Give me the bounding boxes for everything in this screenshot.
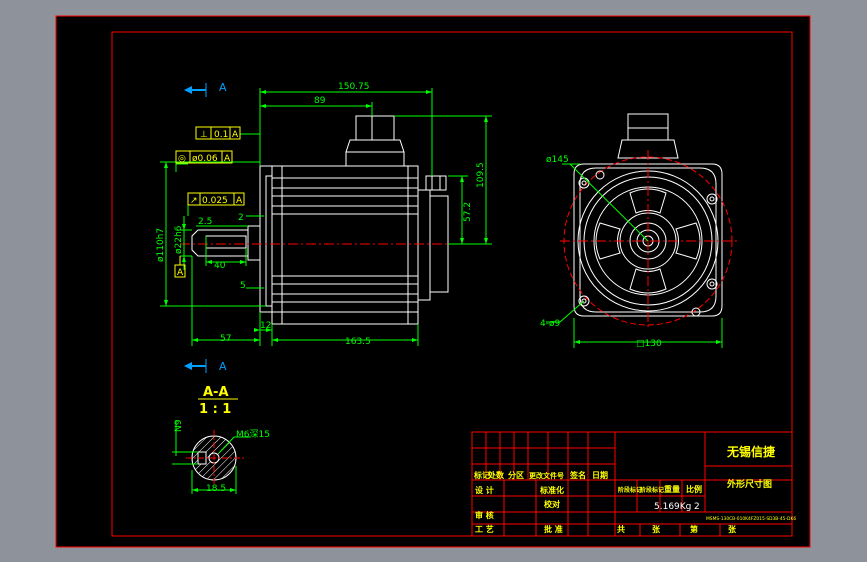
tb-ratio-label: 比例	[686, 484, 702, 494]
tb-process: 工 艺	[475, 524, 494, 534]
tb-label-change: 更改文件号	[529, 471, 564, 480]
tb-weight-value: 5.169Kg	[654, 502, 691, 512]
tol-perp-symbol: ⊥	[200, 130, 208, 140]
tol-runout-value: 0.025	[202, 196, 228, 206]
tb-design: 设 计	[475, 485, 494, 495]
dim-body-length: 89	[314, 96, 326, 106]
section-title: A-A	[203, 385, 229, 400]
tb-review: 审 核	[475, 510, 494, 520]
tb-sheet-unit: 张	[652, 525, 661, 534]
tb-label-zone: 分区	[508, 470, 524, 480]
tol-perp-value: 0.1	[214, 130, 228, 140]
tb-stage-1: 阶段标记	[618, 486, 642, 494]
drawing-sheet	[56, 16, 810, 547]
section-marker-bottom: A	[184, 359, 227, 373]
dim-shaft-dia: ø22h6	[174, 225, 184, 254]
section-dim-n9: N9	[174, 419, 184, 432]
dim-overall-length: 150.75	[338, 82, 370, 92]
tb-weight-label: 重量	[664, 484, 680, 494]
section-view: A-A 1 : 1 N9	[172, 385, 270, 494]
tb-label-mark: 标记	[473, 470, 490, 480]
dim-mount-holes: 4-ø9	[540, 319, 560, 329]
tol-conc-symbol: ◎	[178, 154, 186, 164]
datum-a-label: A	[177, 268, 184, 278]
tb-sheet-unit-2: 张	[728, 525, 737, 534]
outer-frame	[55, 15, 811, 548]
tb-label-date: 日期	[592, 470, 608, 480]
tb-drawing-name: 外形尺寸图	[726, 478, 772, 490]
tb-sheet-total: 共	[617, 524, 625, 534]
tb-proofread: 校对	[544, 499, 560, 509]
section-scale: 1 : 1	[199, 402, 231, 417]
side-view: A A	[156, 81, 492, 373]
dim-2-5: 2.5	[198, 217, 212, 227]
tb-standardize: 标准化	[539, 485, 564, 495]
tb-model: MSMS-130CB-010K4FZ015-SD3B-45-DK6	[706, 516, 796, 522]
tb-label-count: 处数	[487, 470, 505, 480]
side-arrows	[164, 90, 488, 342]
front-view: ø145 4-ø9 □130	[540, 113, 738, 349]
front-square-flange	[573, 163, 723, 317]
tb-sheet-num: 第	[690, 524, 698, 534]
dim-height: 109.5	[476, 162, 486, 188]
dim-shaft-length: 57	[220, 334, 231, 344]
tol-perpendicularity	[195, 126, 241, 140]
title-block	[471, 431, 793, 537]
tol-conc-datum: A	[224, 154, 231, 164]
tol-perp-datum: A	[232, 130, 239, 140]
dim-key-length: 40	[214, 261, 226, 271]
front-connector	[617, 113, 679, 159]
section-letter-bottom: A	[219, 360, 227, 373]
front-dimensions	[546, 163, 723, 348]
dim-flange-dia: ø110h7	[156, 228, 166, 262]
dim-body: 163.5	[345, 337, 371, 347]
tol-runout	[187, 192, 245, 206]
tb-ratio-value: 2	[694, 502, 700, 512]
tol-runout-symbol: ↗	[190, 196, 198, 206]
tb-label-sign: 签名	[569, 470, 586, 480]
dim-square: □130	[636, 339, 662, 349]
section-marker-top: A	[184, 81, 227, 97]
dim-connector-height: 57.2	[463, 202, 473, 222]
inner-frame	[111, 31, 793, 537]
dim-bolt-circle: ø145	[546, 155, 569, 165]
section-letter-top: A	[219, 81, 227, 94]
dim-5: 5	[240, 281, 246, 291]
dim-2: 2	[238, 213, 244, 223]
tb-stage-2: 阶段标记	[640, 486, 664, 494]
datum-a: A	[174, 256, 186, 278]
tol-concentricity	[175, 150, 233, 164]
section-thread-label: M6深15	[236, 429, 270, 440]
tb-approve: 批 准	[544, 524, 563, 534]
mounting-holes	[578, 170, 718, 317]
tb-company: 无锡信捷	[726, 444, 776, 459]
flange-windows	[595, 188, 701, 294]
dim-flange-thickness: 12	[260, 321, 271, 331]
tol-conc-value: ø0.06	[192, 154, 218, 164]
section-dim-width: 18.5	[206, 484, 226, 494]
tol-runout-datum: A	[236, 196, 243, 206]
side-dimensions	[160, 88, 492, 346]
